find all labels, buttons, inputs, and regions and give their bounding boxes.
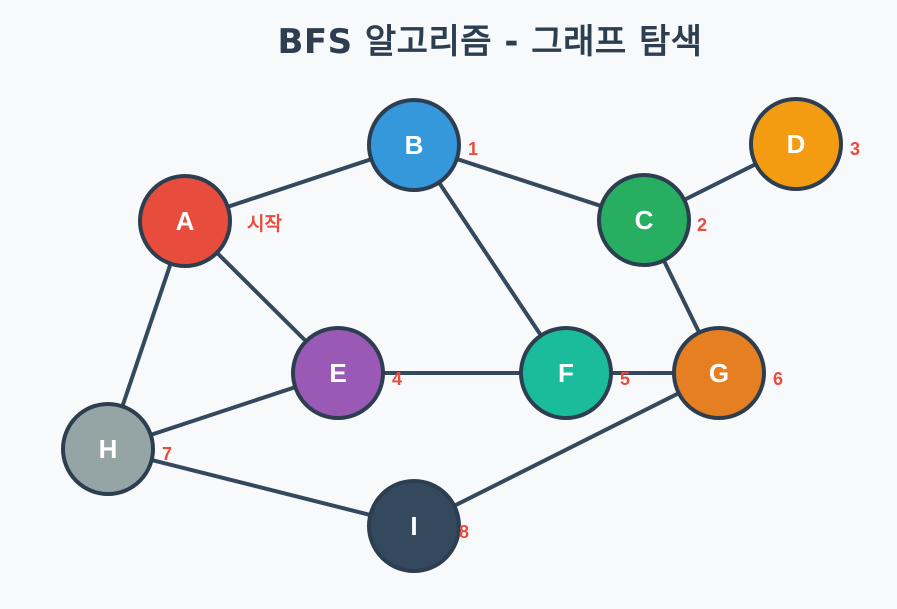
edge-g-i	[413, 371, 720, 528]
node-circle-g	[672, 326, 766, 420]
node-label-g: G	[709, 358, 729, 388]
edge-h-i	[107, 447, 415, 528]
visit-order-b: 1	[468, 139, 478, 159]
visit-order-g: 6	[773, 369, 783, 389]
start-label: 시작	[247, 213, 282, 235]
visit-order-c: 2	[697, 215, 707, 235]
node-a: A	[138, 174, 232, 268]
node-label-f: F	[558, 358, 574, 388]
node-label-i: I	[410, 511, 417, 541]
node-circle-h	[61, 402, 155, 496]
node-label-e: E	[329, 358, 346, 388]
node-label-h: H	[99, 434, 118, 464]
node-label-a: A	[176, 206, 195, 236]
visit-order-i: 8	[459, 522, 469, 542]
visit-order-h: 7	[162, 444, 172, 464]
node-circle-c	[597, 173, 691, 267]
node-circle-d	[749, 97, 843, 191]
node-circle-i	[367, 479, 461, 573]
node-label-c: C	[635, 205, 654, 235]
node-label-b: B	[405, 130, 424, 160]
visit-order-e: 4	[392, 369, 402, 389]
visit-order-d: 3	[850, 139, 860, 159]
visit-order-f: 5	[620, 369, 630, 389]
node-circle-e	[291, 326, 385, 420]
node-circle-a	[138, 174, 232, 268]
node-circle-b	[367, 98, 461, 192]
page-title: BFS 알고리즘 - 그래프 탐색	[277, 22, 703, 62]
node-circle-f	[519, 326, 613, 420]
node-label-d: D	[787, 129, 806, 159]
